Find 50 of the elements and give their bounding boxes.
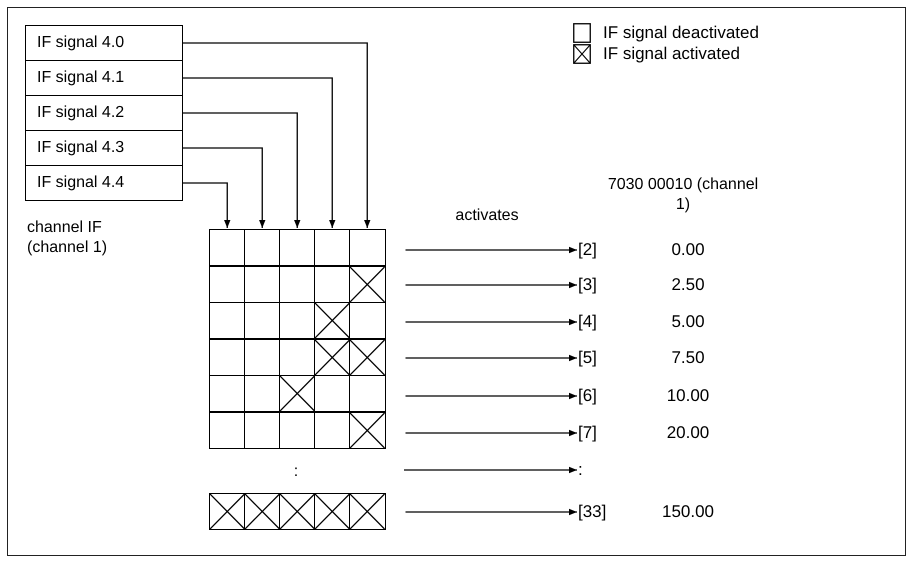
crossed-cell [349,266,386,302]
index-label: [3] [578,275,598,295]
value-label: 10.00 [666,386,710,406]
signal-box: IF signal 4.1 [25,60,183,96]
arrow [183,42,370,228]
crossed-cell [244,493,280,530]
signal-box: IF signal 4.4 [25,165,183,201]
arrow [406,318,577,326]
channel-caption: channel IF (channel 1) [27,218,108,258]
index-label: [6] [578,386,598,406]
ellipsis-label: : [292,462,300,482]
crossed-cell [279,493,316,530]
index-label: [4] [578,312,598,332]
arrow [406,282,577,288]
signal-box: IF signal 4.3 [25,130,183,166]
arrow [406,246,577,254]
arrow [183,77,336,228]
arrow [406,392,577,400]
arrow [406,430,577,436]
value-label: 2.50 [670,275,706,295]
value-label: 20.00 [666,423,710,443]
signal-box: IF signal 4.0 [25,25,183,61]
arrow [404,466,577,474]
ellipsis-label: : [578,460,584,480]
arrow [183,182,230,228]
arrow [406,354,577,362]
crossed-cell [314,338,350,376]
crossed-cell [314,493,350,530]
parameter-caption: 7030 00010 (channel 1) [606,175,760,215]
legend-label: IF signal activated [603,44,740,64]
value-label: 5.00 [670,312,706,332]
activates-label: activates [454,206,520,226]
legend-label: IF signal deactivated [603,23,759,43]
crossed-cell [209,493,246,530]
crossed-cell [349,493,386,530]
index-label: [7] [578,423,598,443]
crossed-cell [314,302,350,339]
arrow [183,147,266,228]
arrow [406,508,577,516]
value-label: 150.00 [661,502,715,522]
crossed-cell [349,412,386,448]
crossed-cell [279,375,316,412]
index-label: [2] [578,240,598,260]
arrow [183,112,300,228]
value-label: 0.00 [670,240,706,260]
crossed-cell [349,338,386,376]
signal-box: IF signal 4.2 [25,95,183,131]
value-label: 7.50 [670,348,706,368]
index-label: [5] [578,348,598,368]
index-label: [33] [578,502,608,522]
